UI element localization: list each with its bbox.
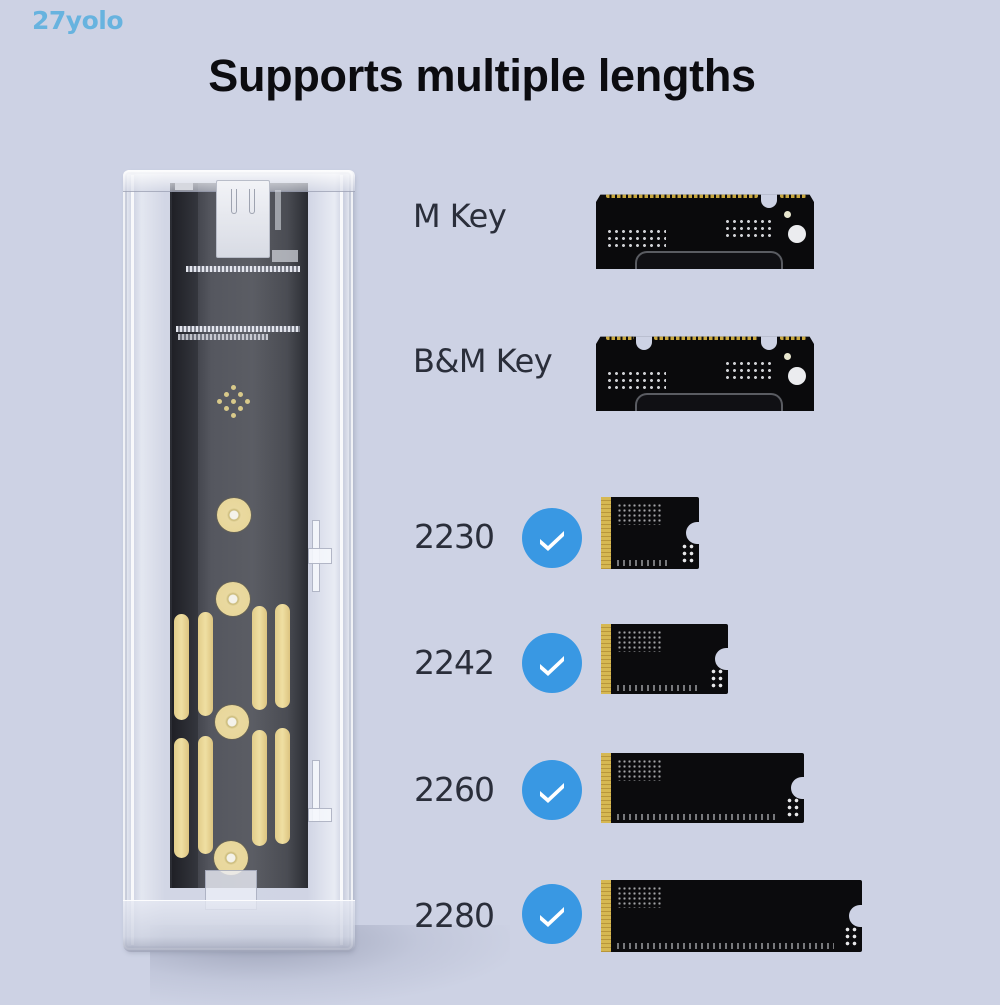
- side-clip: [308, 548, 332, 564]
- side-clip: [308, 808, 332, 822]
- thermal-pad: [275, 604, 290, 708]
- smd-component: [175, 183, 193, 190]
- ssd-2242-image: [601, 624, 729, 694]
- bm-key-connector-icon: [596, 336, 814, 411]
- thermal-pad: [174, 614, 189, 720]
- usbc-pin: [231, 189, 237, 214]
- check-circle-icon: [522, 760, 582, 820]
- thermal-pad: [174, 738, 189, 858]
- usbc-pin: [249, 189, 255, 214]
- smd-component: [272, 250, 298, 262]
- m2-slot-connector: [178, 334, 268, 340]
- thermal-pad: [252, 730, 267, 846]
- thermal-pad: [198, 736, 213, 854]
- check-circle-icon: [522, 508, 582, 568]
- watermark: 27yolo: [32, 6, 124, 35]
- key-label: B&M Key: [413, 342, 553, 380]
- screw-mount-2230-icon: [217, 498, 251, 532]
- enclosure-rail-left: [131, 175, 134, 945]
- length-label: 2230: [414, 517, 495, 556]
- m2-slot-connector: [176, 326, 300, 332]
- length-label: 2242: [414, 643, 495, 682]
- length-label: 2260: [414, 770, 495, 809]
- page-title: Supports multiple lengths: [208, 50, 756, 101]
- smd-component: [275, 190, 281, 230]
- thermal-pad: [252, 606, 267, 710]
- enclosure-bottom-cap: [123, 900, 355, 952]
- screw-mount-2280-icon: [214, 841, 248, 875]
- ssd-2230-image: [601, 497, 700, 569]
- screw-mount-2242-icon: [216, 582, 250, 616]
- check-circle-icon: [522, 884, 582, 944]
- usb-c-port-icon: [216, 180, 270, 258]
- enclosure-rail-right: [340, 175, 343, 945]
- check-circle-icon: [522, 633, 582, 693]
- thermal-pad: [275, 728, 290, 844]
- screw-mount-2260-icon: [215, 705, 249, 739]
- ssd-2280-image: [601, 880, 863, 952]
- m-key-connector-icon: [596, 194, 814, 269]
- key-label: M Key: [413, 197, 507, 235]
- thermal-pad: [198, 612, 213, 716]
- length-label: 2280: [414, 896, 495, 935]
- m2-slot-connector: [186, 266, 300, 272]
- ssd-2260-image: [601, 753, 805, 823]
